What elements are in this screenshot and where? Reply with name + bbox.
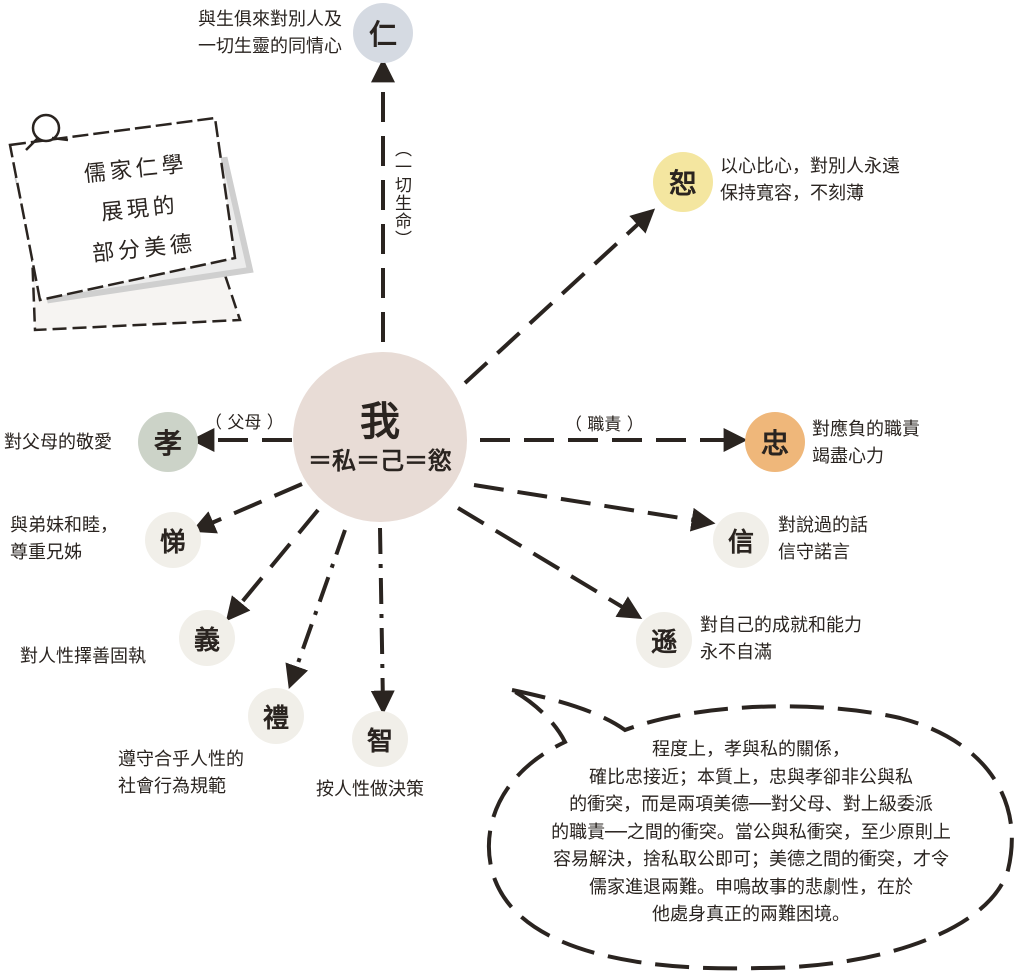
desc-xiao: 對父母的敬愛 (4, 429, 112, 456)
sticky-note-text: 儒家仁學 展現的 部分美德 (34, 140, 245, 280)
desc-line: 對人性擇善固執 (20, 646, 146, 667)
bubble-line: 的衝突，而是兩項美德──對父母、對上級委派 (569, 794, 933, 815)
node-xiao: 孝 (138, 412, 198, 472)
sticky-note-stack (8, 113, 254, 332)
center-node-self: 我 ＝私＝己＝慾 (293, 352, 467, 522)
bubble-line: 儒家進退兩難。申鳴故事的悲劇性，在於 (589, 876, 913, 898)
line-to-xin (473, 483, 716, 532)
desc-li: 遵守合乎人性的 社會行為規範 (118, 746, 244, 800)
desc-line: 以心比心，對別人永遠 (720, 156, 900, 177)
center-title: 我 (360, 398, 400, 445)
desc-line: 對應負的職責 (812, 419, 920, 440)
desc-xun: 對自己的成就和能力 永不自滿 (700, 612, 862, 666)
desc-line: 永不自滿 (700, 642, 772, 663)
node-shu: 恕 (653, 152, 713, 212)
node-zhong: 忠 (745, 412, 805, 472)
node-xin: 信 (713, 512, 769, 568)
desc-line: 信守諾言 (778, 542, 850, 563)
line-to-xun (456, 506, 643, 619)
desc-line: 按人性做決策 (316, 779, 424, 800)
label-all-life: （一切生命） (391, 140, 411, 248)
node-ti: 悌 (145, 512, 201, 568)
node-yi: 義 (179, 610, 235, 666)
desc-ti: 與弟妹和睦， 尊重兄姊 (10, 512, 118, 566)
speech-bubble (486, 688, 1014, 971)
node-li: 禮 (248, 688, 304, 744)
node-ren: 仁 (353, 3, 413, 63)
line-to-zhi (370, 527, 395, 715)
desc-line: 社會行為規範 (118, 776, 226, 797)
bubble-line: 確比忠接近；本質上，忠與孝卻非公與私 (589, 766, 913, 788)
desc-line: 與弟妹和睦， (10, 515, 118, 536)
center-subtitle: ＝私＝己＝慾 (308, 446, 452, 475)
desc-zhi: 按人性做決策 (316, 776, 424, 803)
desc-line: 竭盡心力 (812, 446, 884, 467)
desc-shu: 以心比心，對別人永遠 保持寬容，不刻薄 (720, 153, 900, 207)
bubble-line: 容易解決，捨私取公即可；美德之間的衝突，才令 (553, 849, 949, 870)
line-to-li (285, 529, 347, 690)
node-zhi: 智 (352, 711, 408, 767)
desc-xin: 對說過的話 信守諾言 (778, 512, 868, 566)
desc-line: 遵守合乎人性的 (118, 749, 244, 770)
line-to-yi (225, 508, 320, 622)
desc-line: 與生俱來對別人及 (198, 9, 342, 30)
desc-yi: 對人性擇善固執 (20, 643, 146, 670)
bubble-line: 他處身真正的兩難困境。 (652, 904, 850, 925)
bubble-text: 程度上，孝與私的關係， 確比忠接近；本質上，忠與孝卻非公與私 的衝突，而是兩項美… (498, 736, 1004, 929)
desc-line: 一切生靈的同情心 (198, 36, 342, 57)
desc-line: 對自己的成就和能力 (700, 615, 862, 636)
desc-line: 對說過的話 (778, 515, 868, 536)
line-to-shu (463, 208, 656, 385)
label-parents: （ 父母 ） (205, 413, 284, 433)
line-to-ti (191, 482, 303, 534)
desc-zhong: 對應負的職責 竭盡心力 (812, 416, 920, 470)
desc-ren: 與生俱來對別人及 一切生靈的同情心 (170, 6, 342, 60)
label-duty: （ 職責 ） (565, 415, 644, 435)
node-xun: 遜 (636, 612, 692, 668)
bubble-line: 的職責──之間的衝突。當公與私衝突，至少原則上 (551, 821, 951, 843)
desc-line: 對父母的敬愛 (4, 432, 112, 453)
desc-line: 尊重兄姊 (10, 542, 82, 563)
desc-line: 保持寬容，不刻薄 (720, 183, 864, 204)
bubble-line: 程度上，孝與私的關係， (652, 739, 850, 760)
